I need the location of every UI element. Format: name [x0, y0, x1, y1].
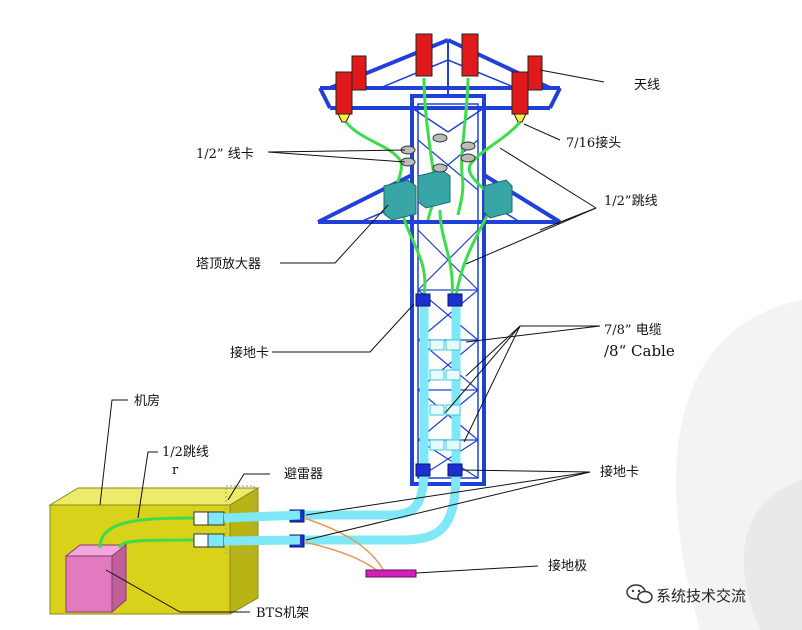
label-ground-clip-upper: 接地卡	[230, 345, 269, 361]
label-tma: 塔顶放大器	[196, 257, 261, 272]
label-cable-line1: 7/8” 电缆	[604, 322, 662, 338]
entry-feeders	[223, 510, 301, 546]
leader-lines	[99, 69, 605, 613]
label-clip: 1/2” 线卡	[196, 147, 254, 162]
label-cable-line2: /8“ Cable	[604, 342, 675, 360]
label-machine-room: 机房	[134, 393, 160, 409]
label-ground-clip-lower: 接地卡	[600, 464, 639, 480]
label-connector: 7/16接头	[566, 135, 621, 151]
antenna-center	[415, 33, 479, 77]
wechat-icon	[626, 584, 653, 604]
label-jumper-room: 1/2跳线	[162, 445, 209, 460]
antenna-right	[511, 55, 543, 123]
room-jumpers	[98, 516, 197, 549]
cable-clips	[400, 133, 476, 173]
tower-top-amplifiers	[383, 169, 513, 221]
watermark: 系统技术交流	[626, 584, 746, 605]
antenna-group	[335, 33, 543, 123]
label-ground-rod: 接地极	[548, 558, 587, 574]
lightning-arresters	[193, 485, 255, 555]
label-antenna: 天线	[634, 78, 660, 93]
bts-rack	[64, 543, 128, 614]
labels: 天线 7/16接头 1/2” 线卡 1/2”跳线 塔顶放大器 接地卡 7/8” …	[134, 78, 675, 621]
label-arrester: 避雷器	[284, 467, 323, 482]
label-bts: BTS机架	[256, 606, 309, 621]
background-swoosh	[676, 300, 802, 630]
label-jumper-room-r: r	[172, 463, 179, 478]
watermark-text: 系统技术交流	[656, 587, 746, 605]
label-jumper-top: 1/2”跳线	[604, 194, 658, 209]
ground-rod	[365, 569, 417, 578]
ground-wires	[303, 517, 386, 574]
antenna-left	[335, 55, 367, 123]
